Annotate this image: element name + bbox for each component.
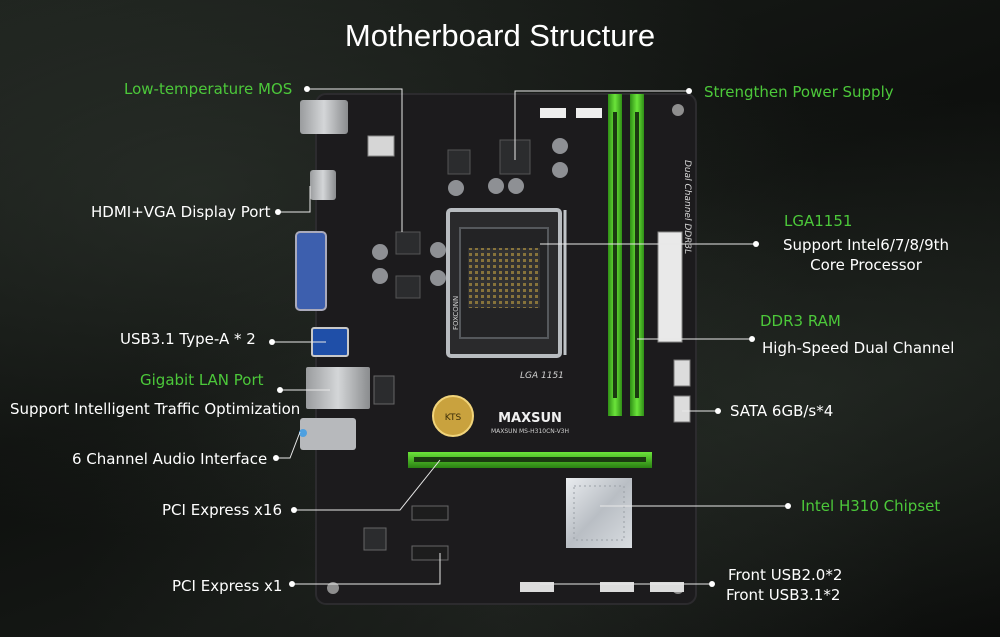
leader-dot (277, 387, 283, 393)
label-lga-description-2: Core Processor (810, 256, 922, 274)
atx-24pin-connector (657, 231, 683, 343)
lan-port (306, 367, 370, 409)
label-pcie-x16: PCI Express x16 (162, 501, 283, 519)
capacitor (372, 268, 388, 284)
sata-port (673, 359, 691, 387)
leader-lines (272, 88, 788, 585)
capacitor (448, 180, 464, 196)
label-hdmi-vga: HDMI+VGA Display Port (91, 203, 271, 221)
pcie-x1-slot (411, 545, 449, 561)
leader-power-supply (514, 90, 689, 160)
chipset-heatsink-grille (573, 485, 625, 541)
vga-port (295, 231, 327, 311)
sata-port (673, 395, 691, 423)
leader-dot (753, 241, 759, 247)
capacitor (488, 178, 504, 194)
label-chipset: Intel H310 Chipset (801, 497, 941, 515)
pcie-x1-slot (411, 505, 449, 521)
leader-dot (686, 88, 692, 94)
leader-hdmi-vga (278, 186, 311, 213)
leader-dot (269, 339, 275, 345)
mosfet (395, 231, 421, 255)
front-header (650, 582, 684, 592)
capacitor (372, 244, 388, 260)
label-low-temperature-mos: Low-temperature MOS (124, 80, 293, 98)
leader-dot (749, 336, 755, 342)
leader-audio (276, 431, 301, 459)
label-ddr3-ram: DDR3 RAM (760, 312, 841, 330)
capacitor (552, 162, 568, 178)
hdmi-port (310, 170, 336, 200)
cmos-battery (432, 395, 474, 437)
label-ddr3-description: High-Speed Dual Channel (762, 339, 955, 357)
label-lga1151: LGA1151 (784, 212, 853, 230)
leader-low-mos (307, 88, 403, 232)
power-connector (367, 135, 395, 157)
leader-dot (291, 507, 297, 513)
dimm-slot-1-inner (613, 112, 617, 398)
socket-vendor-text: FOXCONN (452, 296, 460, 330)
label-lan-description: Support Intelligent Traffic Optimization (10, 400, 301, 418)
label-gigabit-lan: Gigabit LAN Port (140, 371, 264, 389)
mosfet (395, 275, 421, 299)
label-lga-description-1: Support Intel6/7/8/9th (783, 236, 949, 254)
leader-pcie16 (294, 459, 441, 511)
audio-jack (299, 429, 307, 437)
front-header (600, 582, 634, 592)
front-header (520, 582, 554, 592)
label-power-supply: Strengthen Power Supply (704, 83, 894, 101)
leader-dot (304, 86, 310, 92)
capacitor (430, 270, 446, 286)
ps2-port (300, 100, 348, 134)
page-title: Motherboard Structure (344, 18, 656, 53)
audio-codec-chip (373, 375, 395, 405)
battery-text: KTS (445, 413, 462, 423)
leader-dot (715, 408, 721, 414)
cpu-socket-pins (468, 248, 540, 308)
capacitor (430, 242, 446, 258)
leader-dot (289, 581, 295, 587)
sys-fan-header (576, 108, 602, 118)
cpu-fan-header (540, 108, 566, 118)
chipset-heatsink (566, 478, 632, 548)
leader-dot (709, 581, 715, 587)
leader-dot (785, 503, 791, 509)
pcie-x16-slot-inner (414, 457, 646, 462)
dimm-slot-2-inner (635, 112, 639, 398)
mosfet (447, 149, 471, 175)
mount-hole (672, 104, 684, 116)
leader-dots (269, 86, 791, 587)
socket-text: LGA 1151 (520, 371, 564, 381)
mount-hole (327, 582, 339, 594)
leader-dot (273, 455, 279, 461)
audio-jack-block (300, 418, 356, 450)
super-io-chip (363, 527, 387, 551)
capacitor (508, 178, 524, 194)
leader-pcie1 (292, 553, 441, 585)
model-text: MAXSUN MS-H310CN-V3H (491, 428, 569, 435)
label-pcie-x1: PCI Express x1 (172, 577, 283, 595)
dimm-text: Dual Channel DDR3L (682, 160, 692, 254)
brand-text: MAXSUN (498, 411, 562, 426)
label-audio: 6 Channel Audio Interface (72, 450, 268, 468)
leader-dot (275, 209, 281, 215)
label-sata: SATA 6GB/s*4 (730, 402, 834, 420)
label-front-usb2: Front USB2.0*2 (728, 566, 843, 584)
label-front-usb3: Front USB3.1*2 (726, 586, 841, 604)
label-usb31: USB3.1 Type-A * 2 (120, 330, 256, 348)
capacitor (552, 138, 568, 154)
